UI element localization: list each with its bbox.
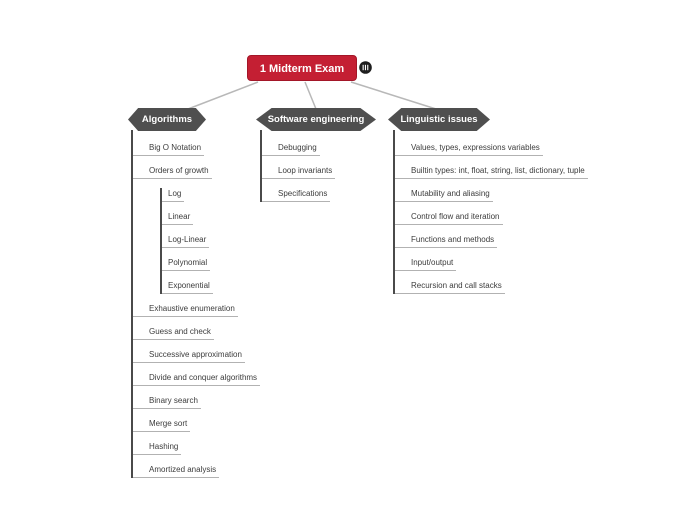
- branch-node-software-engineering[interactable]: Software engineering: [256, 108, 376, 131]
- branch-label: Software engineering: [267, 114, 365, 125]
- root-node[interactable]: 1 Midterm Exam: [247, 55, 357, 81]
- subtopic-list-orders-of-growth: Log Linear Log-Linear Polynomial Exponen…: [160, 188, 213, 294]
- topic-item[interactable]: Functions and methods: [395, 234, 498, 248]
- topic-item[interactable]: Successive approximation: [133, 349, 245, 363]
- topic-item[interactable]: Recursion and call stacks: [395, 280, 505, 294]
- subtopic-item[interactable]: Exponential: [162, 280, 213, 294]
- topic-item[interactable]: Exhaustive enumeration: [133, 303, 238, 317]
- topic-item[interactable]: Builtin types: int, float, string, list,…: [395, 165, 588, 179]
- topic-item[interactable]: Control flow and iteration: [395, 211, 503, 225]
- topic-item[interactable]: Values, types, expressions variables: [395, 142, 543, 156]
- branch-list-linguistic-issues: Values, types, expressions variables Bui…: [393, 130, 588, 294]
- topic-item[interactable]: Mutability and aliasing: [395, 188, 493, 202]
- topic-item[interactable]: Debugging: [262, 142, 320, 156]
- branch-node-linguistic-issues[interactable]: Linguistic issues: [388, 108, 490, 131]
- subtopic-item[interactable]: Polynomial: [162, 257, 211, 271]
- topic-item[interactable]: Merge sort: [133, 418, 191, 432]
- notes-icon[interactable]: [359, 61, 372, 74]
- topic-item[interactable]: Amortized analysis: [133, 464, 220, 478]
- subtopic-item[interactable]: Linear: [162, 211, 194, 225]
- topic-item[interactable]: Guess and check: [133, 326, 214, 340]
- subtopic-item[interactable]: Log-Linear: [162, 234, 210, 248]
- branch-label: Algorithms: [141, 114, 193, 125]
- topic-item[interactable]: Big O Notation: [133, 142, 205, 156]
- topic-item[interactable]: Binary search: [133, 395, 201, 409]
- subtopic-item[interactable]: Log: [162, 188, 185, 202]
- topic-item[interactable]: Input/output: [395, 257, 457, 271]
- branch-label: Linguistic issues: [400, 114, 478, 125]
- root-node-label: 1 Midterm Exam: [259, 63, 345, 75]
- branch-list-algorithms: Big O Notation Orders of growth Log Line…: [131, 130, 261, 478]
- topic-item[interactable]: Hashing: [133, 441, 182, 455]
- topic-item[interactable]: Orders of growth: [133, 165, 212, 179]
- branch-node-algorithms[interactable]: Algorithms: [128, 108, 206, 131]
- branch-list-software-engineering: Debugging Loop invariants Specifications: [260, 130, 336, 202]
- topic-item[interactable]: Specifications: [262, 188, 331, 202]
- topic-item[interactable]: Divide and conquer algorithms: [133, 372, 261, 386]
- topic-item[interactable]: Loop invariants: [262, 165, 336, 179]
